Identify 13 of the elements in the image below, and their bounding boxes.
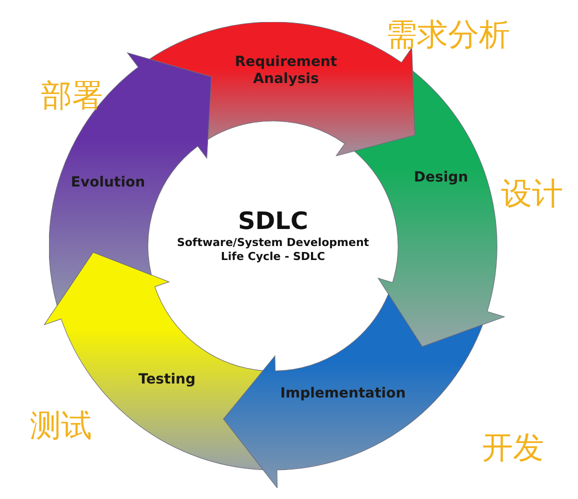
stage-label: Implementation [280,386,406,402]
stage-label: Testing [138,372,196,388]
arrow-segment [223,294,483,488]
stage-label: Design [414,170,468,186]
stage-label: Evolution [70,174,146,192]
stage-label: Requirement Analysis [234,54,338,88]
side-label: 部署 [41,79,103,113]
side-label: 需求分析 [386,18,510,52]
subtitle: Software/System Development Life Cycle - SDLC [176,236,370,264]
center-title: SDLC [238,207,308,235]
side-label: 开发 [482,431,544,465]
side-label: 设计 [501,177,563,211]
side-label: 测试 [30,409,92,443]
